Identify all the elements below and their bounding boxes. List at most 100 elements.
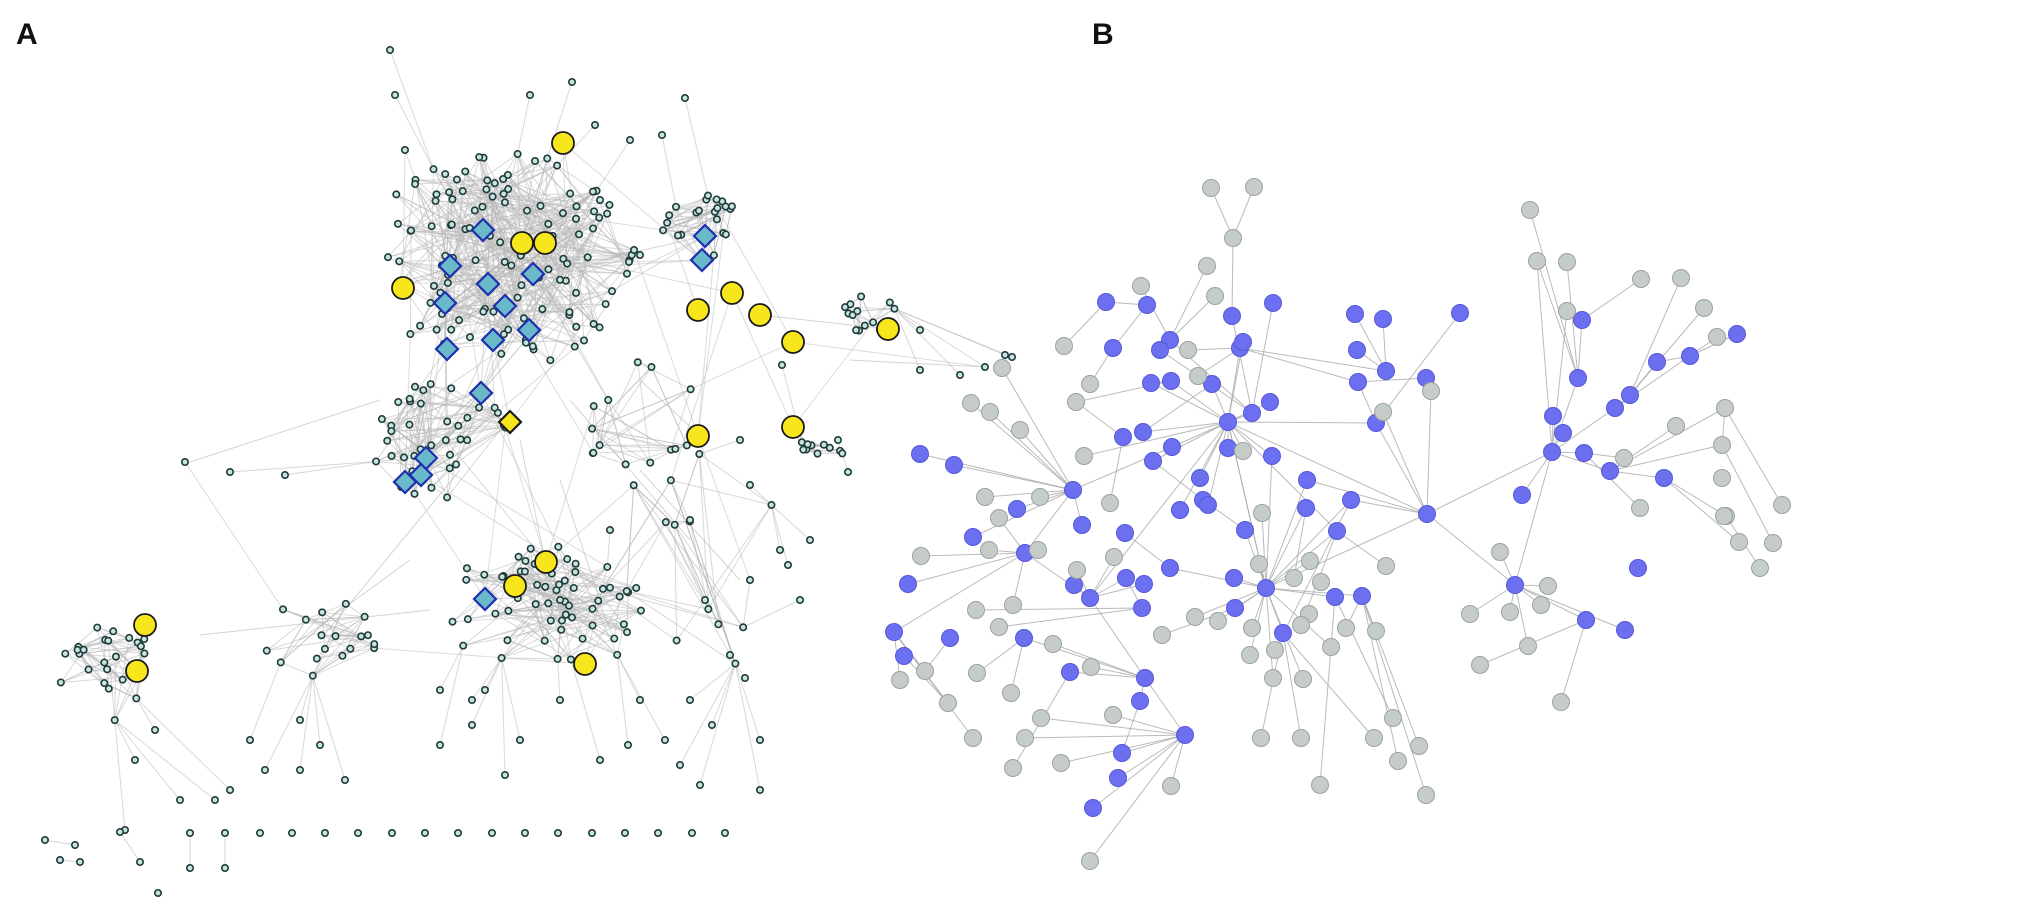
edge <box>422 390 432 446</box>
small-node <box>448 195 457 204</box>
edge <box>280 661 313 677</box>
blue-node <box>1554 424 1572 442</box>
small-node <box>869 318 878 327</box>
edge <box>1121 700 1141 754</box>
edge <box>114 719 136 761</box>
small-node <box>721 230 730 239</box>
edge <box>551 573 567 615</box>
edge <box>792 341 986 368</box>
edge <box>312 655 343 677</box>
small-node <box>569 583 578 592</box>
small-node <box>455 316 464 325</box>
small-node <box>687 828 696 837</box>
edge <box>394 94 434 170</box>
gray-node <box>1011 421 1029 439</box>
small-node <box>186 828 195 837</box>
edge <box>1426 390 1432 515</box>
small-node <box>504 606 513 615</box>
gray-node <box>1294 670 1312 688</box>
blue-node <box>1113 744 1131 762</box>
small-node <box>276 658 285 667</box>
edge <box>483 157 505 195</box>
small-node <box>700 595 709 604</box>
edge <box>1382 411 1428 515</box>
small-node <box>503 636 512 645</box>
gray-node <box>1312 573 1330 591</box>
hub-node <box>503 574 527 598</box>
small-node <box>803 440 812 449</box>
blue-node <box>1353 587 1371 605</box>
diamond-node <box>475 271 501 297</box>
edge <box>501 657 521 741</box>
small-node <box>825 443 834 452</box>
edge <box>1560 619 1587 703</box>
gray-node <box>962 394 980 412</box>
edge <box>953 464 1074 491</box>
edge <box>451 156 480 200</box>
small-node <box>498 572 507 581</box>
edge <box>707 504 772 610</box>
small-node <box>448 617 457 626</box>
small-node <box>372 457 381 466</box>
gray-node <box>990 618 1008 636</box>
small-node <box>541 582 550 591</box>
edge <box>591 428 676 450</box>
edge <box>919 453 1074 491</box>
small-node <box>447 384 456 393</box>
blue-node <box>1575 444 1593 462</box>
edge <box>1361 595 1399 762</box>
blue-node <box>895 647 913 665</box>
blue-node <box>885 623 903 641</box>
edge <box>107 640 116 721</box>
gray-node <box>1301 552 1319 570</box>
small-node <box>556 275 565 284</box>
small-node <box>553 828 562 837</box>
edge <box>667 222 724 234</box>
edge <box>439 645 464 691</box>
blue-node <box>1199 496 1217 514</box>
gray-node <box>1081 852 1099 870</box>
small-node <box>694 206 703 215</box>
small-node <box>370 640 379 649</box>
blue-node <box>1136 669 1154 687</box>
blue-node <box>1606 399 1624 417</box>
small-node <box>620 828 629 837</box>
small-node <box>392 190 401 199</box>
edge <box>1227 421 1273 457</box>
small-node <box>443 278 452 287</box>
gray-node <box>1322 638 1340 656</box>
edge <box>397 401 402 488</box>
gray-node <box>1202 179 1220 197</box>
edge <box>1140 285 1171 341</box>
diamond-node <box>480 327 506 353</box>
gray-node <box>1521 201 1539 219</box>
small-node <box>154 888 163 897</box>
small-node <box>318 608 327 617</box>
edge <box>464 171 484 231</box>
blue-node <box>1234 333 1252 351</box>
edge <box>1152 460 1204 501</box>
small-node <box>526 544 535 553</box>
small-node <box>515 735 524 744</box>
edge <box>312 675 346 781</box>
edge <box>425 457 608 568</box>
edge <box>521 242 594 325</box>
small-node <box>125 633 134 642</box>
small-node <box>595 441 604 450</box>
blue-node <box>1065 576 1083 594</box>
edge <box>449 427 506 469</box>
gray-node <box>1075 447 1093 465</box>
small-node <box>767 500 776 509</box>
edge <box>1724 407 1783 506</box>
edge <box>445 192 450 306</box>
small-node <box>226 785 235 794</box>
edge <box>1089 597 1146 679</box>
small-node <box>624 257 633 266</box>
edge <box>501 657 506 776</box>
edge <box>602 588 677 641</box>
gray-node <box>1055 337 1073 355</box>
edge <box>1336 530 1387 567</box>
edge <box>893 308 921 371</box>
edge <box>1551 407 1616 453</box>
small-node <box>538 305 547 314</box>
